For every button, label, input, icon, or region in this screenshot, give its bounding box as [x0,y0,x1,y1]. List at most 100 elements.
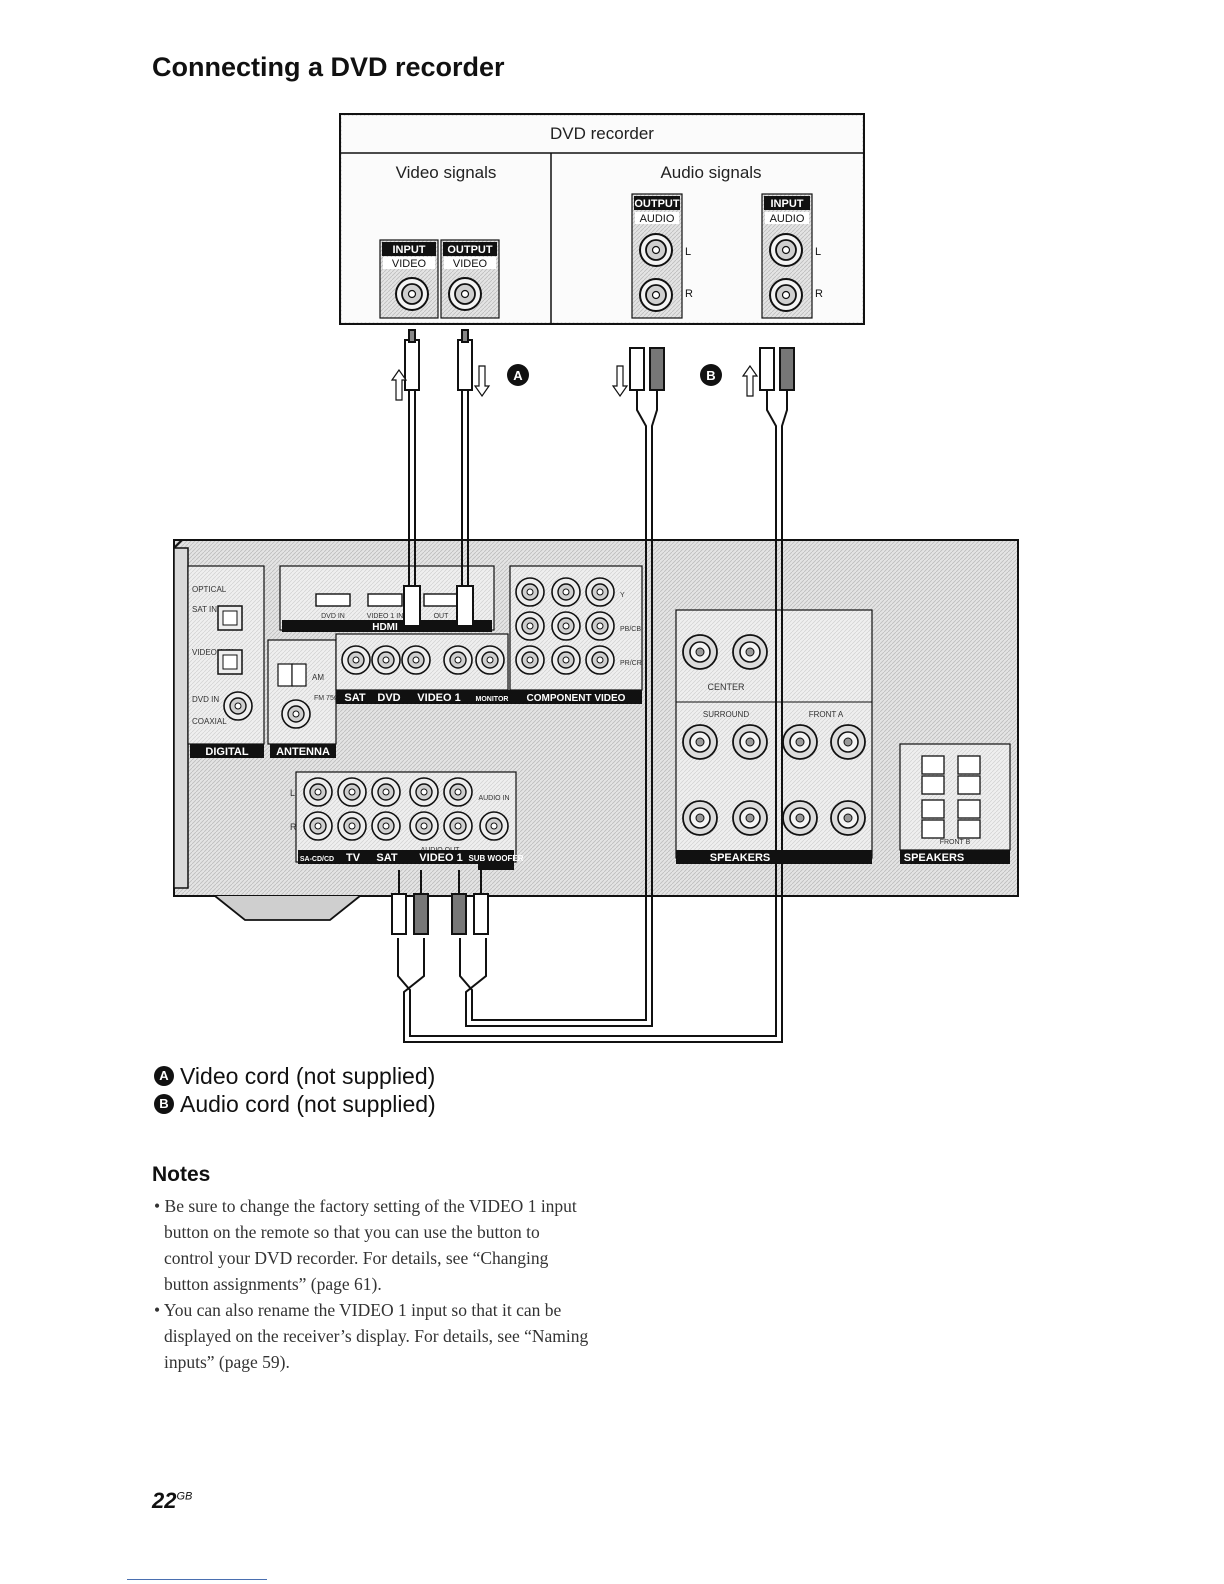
page-number-suffix: GB [176,1490,193,1503]
component-jack-8 [551,645,581,675]
dvd-recorder-box: DVD recorder Video signals Audio signals… [339,113,865,325]
surround-l-terminal-1 [682,724,718,760]
front-a-r-terminal-2 [830,800,866,836]
video1-audio-in-l-jack [443,777,473,807]
component-y-label: Y [620,592,625,599]
component-jack-5 [551,611,581,641]
dvd-video-in-jack [395,277,429,311]
center-speaker-terminal-2 [732,634,768,670]
audio-row-tv: TV [346,852,361,864]
front-b-label: FRONT B [940,839,971,846]
video1-audio-in-r-jack [443,811,473,841]
component-jack-9 [585,645,615,675]
component-jack-1 [515,577,545,607]
sat-audio-r-jack [371,811,401,841]
hdmi-port-1: DVD IN [321,613,345,620]
am-label: AM [312,673,324,682]
video-input-tag: INPUT [393,244,426,256]
audio-l-label: L [290,788,295,798]
video-row-video1: VIDEO 1 [417,692,460,704]
tv-audio-r-jack [337,811,367,841]
notes-title: Notes [152,1163,211,1186]
marker-a-label: A [513,368,523,383]
surround-r-terminal-2 [732,800,768,836]
dvd-video-jack [371,645,401,675]
monitor-out-jack [475,645,505,675]
marker-b-label: B [706,368,715,383]
front-a-l-terminal-2 [830,724,866,760]
dvd-in-coax-label: DVD IN [192,695,219,704]
video-input-label: VIDEO [392,258,427,270]
legend-badge-b: B [154,1094,174,1114]
video-row-dvd: DVD [377,692,400,704]
coaxial-jack [223,691,253,721]
video1-audio-out-l-jack [409,777,439,807]
dvd-audio-out-r-jack [639,278,673,312]
video1-in-optical-label: VIDEO 1 IN [192,648,234,657]
surround-l-terminal-2 [732,724,768,760]
speakers-label: SPEAKERS [710,852,771,864]
video1-out-jack [401,645,431,675]
audio-in-label: AUDIO IN [478,795,509,802]
video1-in-jack [443,645,473,675]
footer-rule [127,1579,267,1580]
marker-a [507,364,529,386]
fm-jack [281,699,311,729]
note-item-2: You can also rename the VIDEO 1 input so… [152,1297,592,1375]
hdmi-port-3: OUT [434,613,450,620]
page-number-value: 22 [152,1488,177,1513]
dvd-audio-in-l-jack [769,233,803,267]
dvd-audio-out-l-jack [639,233,673,267]
page-title: Connecting a DVD recorder [152,52,505,82]
legend-text-b: Audio cord (not supplied) [180,1090,436,1117]
digital-label: DIGITAL [205,746,248,758]
video-row-sat: SAT [344,692,365,704]
component-jack-3 [585,577,615,607]
component-jack-4 [515,611,545,641]
front-a-label: FRONT A [809,710,844,719]
dvd-audio-in-r-jack [769,278,803,312]
speakers-b-label: SPEAKERS [904,852,965,864]
tv-audio-l-jack [337,777,367,807]
audio-r-label: R [290,822,297,832]
sat-video-jack [341,645,371,675]
audio-output-label: AUDIO [640,213,675,225]
audio-in-r-label: R [815,288,823,300]
dvd-video-out-jack [448,277,482,311]
component-jack-6 [585,611,615,641]
component-pr-label: PR/CR [620,660,642,667]
video1-audio-out-r-jack [409,811,439,841]
optical-label: OPTICAL [192,585,227,594]
hdmi-port-2: VIDEO 1 IN [367,613,404,620]
sat-audio-l-jack [371,777,401,807]
legend-row-b: B Audio cord (not supplied) [154,1090,436,1118]
surround-label: SURROUND [703,710,749,719]
audio-row-subwoofer: SUB WOOFER [468,854,523,863]
audio-input-label: AUDIO [770,213,805,225]
hdmi-label: HDMI [372,622,398,633]
audio-input-tag: INPUT [771,198,804,210]
audio-out-r-label: R [685,288,693,300]
audio-in-l-label: L [815,246,821,258]
receiver-rear-panel: OPTICAL SAT IN VIDEO 1 IN DVD IN COAXIAL… [173,539,1019,921]
component-video-label: COMPONENT VIDEO [527,693,626,704]
surround-r-terminal-1 [682,800,718,836]
front-a-l-terminal-1 [782,724,818,760]
sat-in-label: SAT IN [192,605,217,614]
page-number: 22GB [152,1488,192,1514]
audio-out-l-label: L [685,246,691,258]
video-signals-heading: Video signals [396,163,497,182]
component-pb-label: PB/CB [620,626,641,633]
component-jack-2 [551,577,581,607]
audio-cord-b [391,347,795,1043]
audio-signals-heading: Audio signals [660,163,761,182]
note-item-1: Be sure to change the factory setting of… [152,1193,592,1297]
audio-row-sat: SAT [376,852,397,864]
marker-b [700,364,722,386]
audio-row-video1: VIDEO 1 [419,852,462,864]
cable-legend: A Video cord (not supplied) B Audio cord… [154,1062,436,1118]
cd-audio-r-jack [303,811,333,841]
center-speaker-terminal-1 [682,634,718,670]
coaxial-label: COAXIAL [192,717,227,726]
